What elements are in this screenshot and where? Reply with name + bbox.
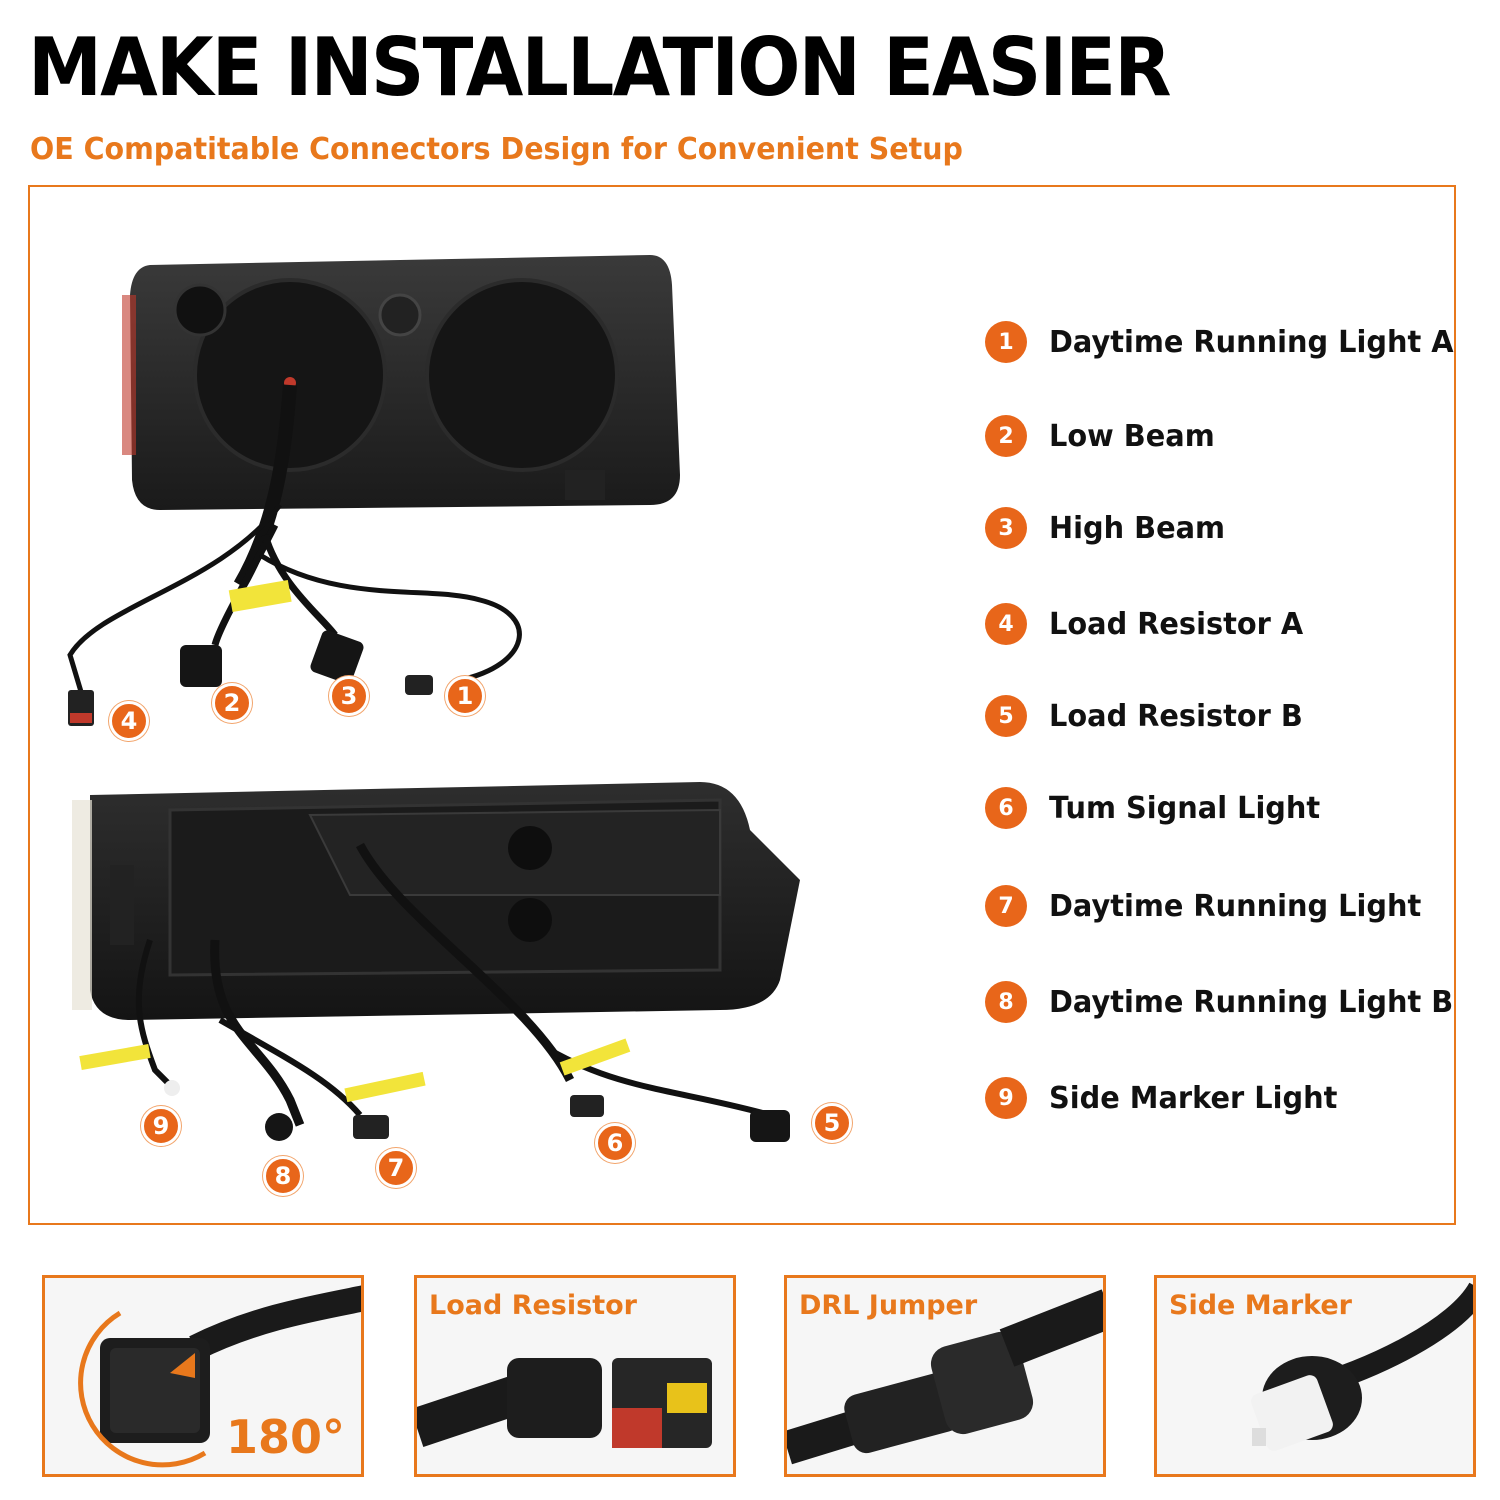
legend-label: High Beam: [1049, 510, 1226, 546]
legend-label: Daytime Running Light B: [1049, 984, 1454, 1020]
legend-number: 9: [985, 1077, 1027, 1119]
legend-number: 1: [985, 321, 1027, 363]
legend-number: 4: [985, 603, 1027, 645]
legend-label: Side Marker Light: [1049, 1080, 1338, 1116]
callout-7: 7: [376, 1148, 416, 1188]
callout-4: 4: [109, 701, 149, 741]
thumb-drl-jumper: DRL Jumper: [784, 1275, 1106, 1477]
callout-5: 5: [812, 1103, 852, 1143]
thumb-load-resistor: Load Resistor: [414, 1275, 736, 1477]
legend-item: 9 Side Marker Light: [985, 1074, 1349, 1122]
legend-item: 6 Tum Signal Light: [985, 784, 1332, 832]
page-title: MAKE INSTALLATION EASIER: [28, 21, 1172, 114]
legend-item: 5 Load Resistor B: [985, 692, 1313, 740]
legend-number: 2: [985, 415, 1027, 457]
legend-item: 1 Daytime Running Light A: [985, 318, 1470, 366]
callout-6: 6: [595, 1123, 635, 1163]
callout-2: 2: [212, 683, 252, 723]
page-subtitle: OE Compatitable Connectors Design for Co…: [30, 132, 963, 167]
diagram-frame: [28, 185, 1456, 1225]
thumb-side-marker: Side Marker: [1154, 1275, 1476, 1477]
legend-number: 3: [985, 507, 1027, 549]
legend-number: 6: [985, 787, 1027, 829]
callout-3: 3: [329, 676, 369, 716]
legend-label: Load Resistor B: [1049, 698, 1303, 734]
thumb-label: DRL Jumper: [799, 1290, 978, 1321]
legend-label: Daytime Running Light: [1049, 888, 1422, 924]
signal-light-rear-photo: [60, 770, 820, 1190]
thumb-label: Side Marker: [1169, 1290, 1353, 1321]
legend-number: 8: [985, 981, 1027, 1023]
callout-9: 9: [141, 1106, 181, 1146]
rotation-180-label: 180°: [225, 1410, 345, 1464]
legend-item: 8 Daytime Running Light B: [985, 978, 1470, 1026]
legend-label: Daytime Running Light A: [1049, 324, 1454, 360]
thumb-rotatable-plug: 180°: [42, 1275, 364, 1477]
callout-8: 8: [263, 1156, 303, 1196]
legend-number: 7: [985, 885, 1027, 927]
legend-item: 7 Daytime Running Light: [985, 882, 1437, 930]
legend-label: Low Beam: [1049, 418, 1215, 454]
thumb-label: Load Resistor: [429, 1290, 637, 1321]
legend-number: 5: [985, 695, 1027, 737]
headlight-rear-top-photo: [60, 225, 700, 745]
legend-label: Load Resistor A: [1049, 606, 1304, 642]
legend-item: 3 High Beam: [985, 504, 1232, 552]
legend-label: Tum Signal Light: [1049, 790, 1321, 826]
callout-1: 1: [445, 676, 485, 716]
legend-item: 4 Load Resistor A: [985, 600, 1314, 648]
legend-item: 2 Low Beam: [985, 412, 1222, 460]
